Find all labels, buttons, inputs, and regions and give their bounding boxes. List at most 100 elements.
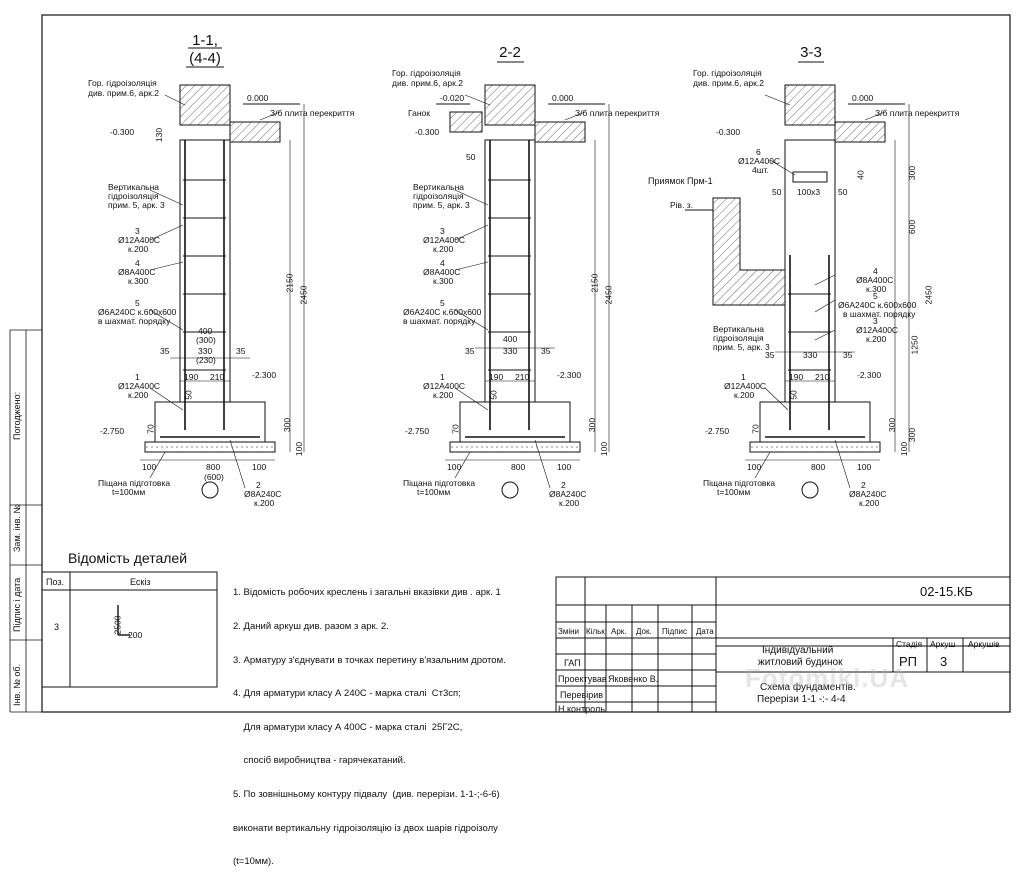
dim-330: 330 bbox=[198, 346, 213, 356]
dim-50: 50 bbox=[183, 390, 194, 400]
level-m2750: -2.750 bbox=[100, 426, 125, 436]
label-sand-1: Піщана підготовка bbox=[703, 478, 776, 488]
dim-35a: 35 bbox=[465, 346, 475, 356]
mark-5-note: в шахмат. порядку bbox=[98, 316, 171, 326]
mark-4-step: к.300 bbox=[128, 276, 149, 286]
note-line: 2. Даний аркуш див. разом з арк. 2. bbox=[233, 621, 389, 633]
dim-2150: 2150 bbox=[589, 273, 600, 293]
dim-50b: 50 bbox=[488, 390, 499, 400]
section-title-3-3: 3-3 bbox=[800, 44, 822, 61]
mark-2-value: Ø8A240C bbox=[849, 489, 887, 499]
mark-6-qty: 4шт. bbox=[752, 165, 769, 175]
side-label-inv: Інв. № об. bbox=[12, 663, 22, 706]
tb-h-sheet: Арк. bbox=[611, 627, 627, 636]
dim-300-bot: 300 bbox=[907, 427, 918, 443]
mark-5-note: в шахмат. порядку bbox=[843, 309, 916, 319]
label-sand-1: Піщана підготовка bbox=[403, 478, 476, 488]
mark-3-step: к.200 bbox=[128, 244, 149, 254]
mark-4: 4 bbox=[440, 258, 445, 268]
tb-sheet-h: Аркуш bbox=[930, 639, 956, 649]
label-vert-hydro-3: прим. 5, арк. 3 bbox=[713, 342, 770, 352]
tb-checked: Перевірив bbox=[560, 690, 604, 700]
tb-h-change: Зміни bbox=[558, 627, 579, 636]
level-m2750: -2.750 bbox=[705, 426, 730, 436]
dim-100v: 100 bbox=[599, 441, 610, 457]
mark-1: 1 bbox=[135, 372, 140, 382]
tb-h-doc: Док. bbox=[636, 627, 652, 636]
dim-35a: 35 bbox=[160, 346, 170, 356]
level-m0300: -0.300 bbox=[415, 127, 440, 137]
tb-h-count: Кільк. bbox=[586, 627, 607, 636]
mark-3: 3 bbox=[135, 226, 140, 236]
mark-1: 1 bbox=[741, 372, 746, 382]
mark-3-step: к.200 bbox=[866, 334, 887, 344]
label-porch: Ганок bbox=[408, 108, 430, 118]
dim-70: 70 bbox=[145, 424, 156, 434]
mark-2: 2 bbox=[861, 480, 866, 490]
label-sand-2: t=100мм bbox=[112, 487, 146, 497]
dim-190: 190 bbox=[184, 372, 199, 382]
tb-stage: РП bbox=[899, 654, 918, 669]
dim-50b: 50 bbox=[838, 187, 848, 197]
tb-h-sign: Підпис bbox=[662, 627, 687, 636]
label-vert-hydro-1: Вертикальна bbox=[108, 182, 160, 192]
dim-300-top: 300 bbox=[907, 165, 918, 181]
level-m0300: -0.300 bbox=[716, 127, 741, 137]
drawing-canvas bbox=[9, 14, 1011, 713]
level-m0300: -0.300 bbox=[110, 127, 135, 137]
mark-5-value: Ø6A240C к.600x600 bbox=[98, 307, 177, 317]
mark-1-step: к.200 bbox=[433, 390, 454, 400]
dim-300v: 300 bbox=[887, 417, 898, 433]
tb-stage-h: Стадія bbox=[896, 639, 923, 649]
dim-300v: 300 bbox=[282, 417, 293, 433]
mark-2-step: к.200 bbox=[559, 498, 580, 508]
mark-4-step: к.300 bbox=[866, 284, 887, 294]
mark-1-value: Ø12A400C bbox=[118, 381, 161, 391]
tb-designed: Проектував bbox=[558, 674, 607, 684]
label-ground: Рів. з. bbox=[670, 200, 694, 210]
dim-35b: 35 bbox=[843, 350, 853, 360]
label-hydro-top2: див. прим.6, арк.2 bbox=[392, 78, 463, 88]
label-vert-hydro-1: Вертикальна bbox=[713, 324, 765, 334]
label-vert-hydro-1: Вертикальна bbox=[413, 182, 465, 192]
tb-norm: Н.контроль bbox=[558, 704, 605, 714]
mark-2: 2 bbox=[256, 480, 261, 490]
side-label-agreed: Погоджено: bbox=[12, 391, 22, 440]
dim-600: 600 bbox=[907, 219, 918, 235]
dim-190: 190 bbox=[489, 372, 504, 382]
label-sand-2: t=100мм bbox=[417, 487, 451, 497]
dim-130: 130 bbox=[154, 127, 165, 143]
section-subtitle-1-1: (4-4) bbox=[189, 50, 221, 67]
side-strip-lines bbox=[9, 329, 42, 713]
details-col-pos: Поз. bbox=[46, 577, 64, 587]
level-000: 0.000 bbox=[852, 93, 874, 103]
mark-2-step: к.200 bbox=[859, 498, 880, 508]
mark-1-value: Ø12A400C bbox=[724, 381, 767, 391]
note-line: 4. Для арматури класу А 240С - марка ста… bbox=[233, 688, 461, 700]
label-slab: З/б плита перекриття bbox=[575, 108, 660, 118]
mark-3-value: Ø12A400C bbox=[423, 235, 466, 245]
note-line: (t=10мм). bbox=[233, 856, 274, 868]
dim-100v: 100 bbox=[294, 441, 305, 457]
dim-190: 190 bbox=[789, 372, 804, 382]
tb-sheet-title-1: Схема фундаментів. bbox=[760, 682, 856, 693]
level-m0020: -0.020 bbox=[440, 93, 465, 103]
dim-800: 800 bbox=[811, 462, 826, 472]
label-hydro-top2: див. прим.6, арк.2 bbox=[88, 88, 159, 98]
dim-1250: 1250 bbox=[909, 335, 920, 355]
mark-3-value: Ø12A400C bbox=[856, 325, 899, 335]
mark-4-step: к.300 bbox=[433, 276, 454, 286]
level-m2750: -2.750 bbox=[405, 426, 430, 436]
dim-100b: 100 bbox=[857, 462, 872, 472]
dim-230: (230) bbox=[196, 355, 216, 365]
dim-100a: 100 bbox=[747, 462, 762, 472]
label-hydro-top: Гор. гідроізоляція bbox=[693, 68, 762, 78]
mark-2-step: к.200 bbox=[254, 498, 275, 508]
label-vert-hydro-2: гідроізоляція bbox=[413, 191, 464, 201]
label-vert-hydro-2: гідроізоляція bbox=[713, 333, 764, 343]
label-sand-1: Піщана підготовка bbox=[98, 478, 171, 488]
level-000: 0.000 bbox=[552, 93, 574, 103]
section-3-3-geometry bbox=[685, 61, 910, 499]
general-notes: 1. Відомість робочих креслень і загальні… bbox=[233, 565, 506, 879]
dim-210: 210 bbox=[210, 372, 225, 382]
